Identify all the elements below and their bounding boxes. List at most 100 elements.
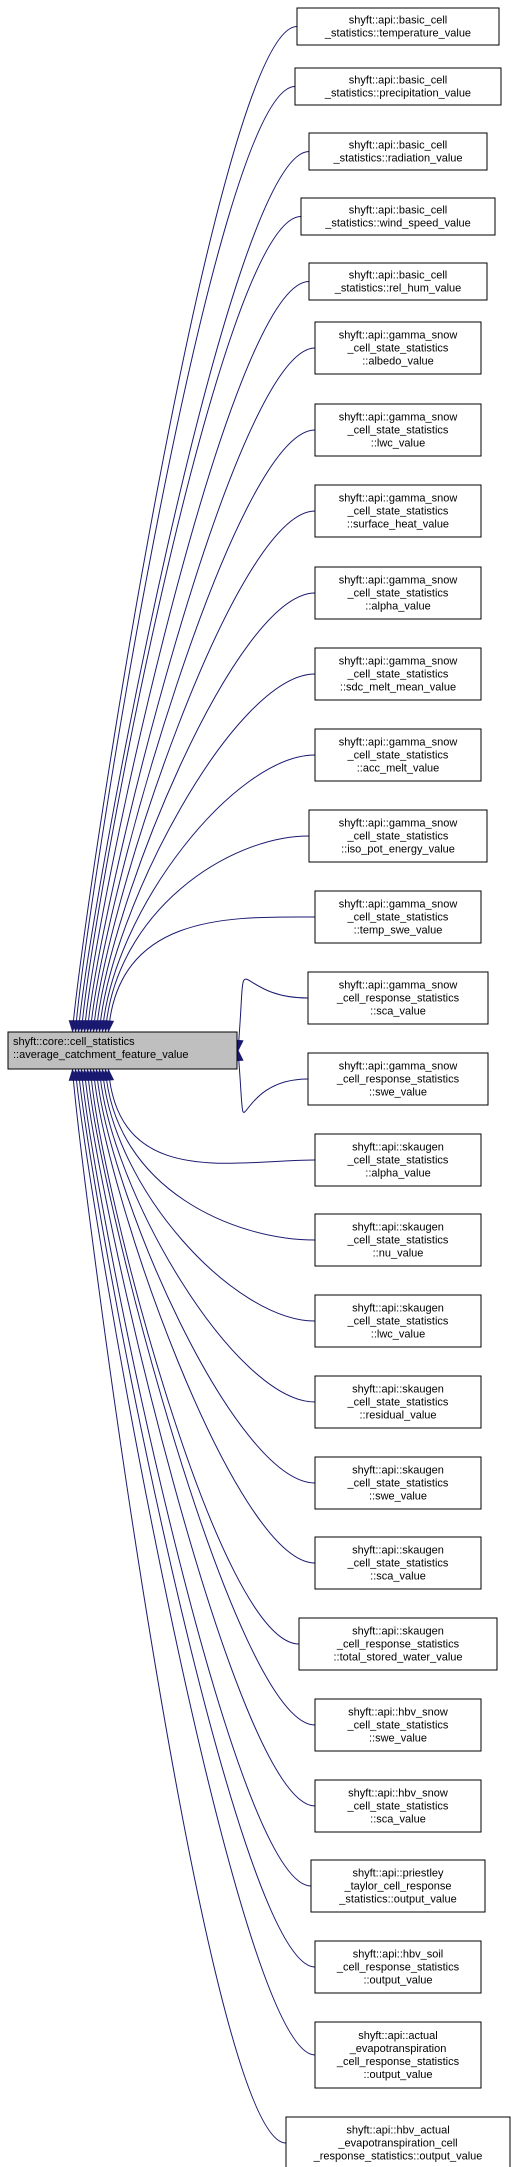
caller-node-radiation_value[interactable]: shyft::api::basic_cell_statistics::radia… xyxy=(308,132,488,171)
caller-node-hbv_ae_output_value[interactable]: shyft::api::hbv_actual_evapotranspiratio… xyxy=(285,2116,511,2167)
caller-node-gs_albedo_value[interactable]: shyft::api::gamma_snow_cell_state_statis… xyxy=(314,321,482,375)
caller-node-box-sk_sca_value xyxy=(314,1536,482,1590)
caller-node-gs_resp_swe_value[interactable]: shyft::api::gamma_snow_cell_response_sta… xyxy=(307,1052,489,1106)
caller-node-hbv_soil_output_value-line-3: ::output_value xyxy=(363,1975,432,1987)
caller-node-hbv_snow_swe_value[interactable]: shyft::api::hbv_snow_cell_state_statisti… xyxy=(314,1698,482,1752)
focus-node-box xyxy=(7,1031,238,1070)
caller-node-hbv_soil_output_value[interactable]: shyft::api::hbv_soil_cell_response_stati… xyxy=(314,1940,482,1994)
caller-node-wind_speed_value-line-1: shyft::api::basic_cell xyxy=(349,205,447,217)
caller-node-gs_sdc_melt_mean_value-line-1: shyft::api::gamma_snow xyxy=(339,656,458,668)
caller-node-gs_lwc_value-line-3: ::lwc_value xyxy=(371,438,425,450)
caller-node-gs_alpha_value[interactable]: shyft::api::gamma_snow_cell_state_statis… xyxy=(314,566,482,620)
caller-node-ae_output_value-line-1: shyft::api::actual xyxy=(358,2030,438,2042)
caller-node-gs_iso_pot_energy_value-line-3: ::iso_pot_energy_value xyxy=(341,844,455,856)
focus-node[interactable]: shyft::core::cell_statistics::average_ca… xyxy=(7,1031,238,1070)
caller-node-sk_total_stored_water_value-line-1: shyft::api::skaugen xyxy=(352,1626,444,1638)
caller-node-sk_total_stored_water_value-line-2: _cell_response_statistics xyxy=(336,1639,460,1651)
caller-node-box-hbv_snow_swe_value xyxy=(314,1698,482,1752)
caller-node-gs_acc_melt_value-line-2: _cell_state_statistics xyxy=(347,750,449,762)
caller-node-sk_swe_value[interactable]: shyft::api::skaugen_cell_state_statistic… xyxy=(314,1456,482,1510)
caller-node-sk_nu_value-line-3: ::nu_value xyxy=(373,1248,424,1260)
caller-node-temperature_value[interactable]: shyft::api::basic_cell_statistics::tempe… xyxy=(296,7,500,46)
caller-node-sk_alpha_value[interactable]: shyft::api::skaugen_cell_state_statistic… xyxy=(314,1133,482,1187)
caller-node-sk_alpha_value-line-2: _cell_state_statistics xyxy=(347,1155,449,1167)
edge-line-gs_alpha_value xyxy=(96,592,316,1032)
caller-node-radiation_value-line-1: shyft::api::basic_cell xyxy=(349,140,447,152)
edge-line-sk_alpha_value xyxy=(108,1069,316,1164)
caller-node-box-gs_alpha_value xyxy=(314,566,482,620)
edge-line-gs_sdc_melt_mean_value xyxy=(99,673,316,1032)
edge-hbv_ae_output_value xyxy=(68,1068,287,2144)
edge-layer xyxy=(68,26,316,2144)
caller-node-gs_albedo_value-line-1: shyft::api::gamma_snow xyxy=(339,330,458,342)
caller-node-gs_temp_swe_value-line-1: shyft::api::gamma_snow xyxy=(339,899,458,911)
edge-line-gs_acc_melt_value xyxy=(102,754,316,1032)
caller-node-gs_temp_swe_value-line-3: ::temp_swe_value xyxy=(354,925,443,937)
caller-node-gs_resp_swe_value-line-2: _cell_response_statistics xyxy=(336,1074,460,1086)
caller-node-sk_total_stored_water_value[interactable]: shyft::api::skaugen_cell_response_statis… xyxy=(298,1617,498,1671)
caller-node-box-sk_lwc_value xyxy=(314,1294,482,1348)
edge-arrowhead-hbv_ae_output_value xyxy=(68,1068,79,1081)
caller-node-sk_residual_value[interactable]: shyft::api::skaugen_cell_state_statistic… xyxy=(314,1375,482,1429)
caller-node-temperature_value-line-2: _statistics::temperature_value xyxy=(324,28,471,40)
caller-node-gs_surface_heat_value[interactable]: shyft::api::gamma_snow_cell_state_statis… xyxy=(314,484,482,538)
caller-node-gs_acc_melt_value-line-3: ::acc_melt_value xyxy=(357,763,440,775)
caller-node-gs_acc_melt_value[interactable]: shyft::api::gamma_snow_cell_state_statis… xyxy=(314,728,482,782)
caller-node-sk_lwc_value[interactable]: shyft::api::skaugen_cell_state_statistic… xyxy=(314,1294,482,1348)
edge-sk_total_stored_water_value xyxy=(86,1068,300,1645)
caller-node-gs_resp_sca_value-line-3: ::sca_value xyxy=(370,1006,426,1018)
caller-node-gs_temp_swe_value-line-2: _cell_state_statistics xyxy=(347,912,449,924)
edge-line-ae_output_value xyxy=(75,1069,316,2056)
caller-node-hbv_snow_sca_value-line-2: _cell_state_statistics xyxy=(347,1801,449,1813)
caller-node-gs_lwc_value[interactable]: shyft::api::gamma_snow_cell_state_statis… xyxy=(314,403,482,457)
caller-node-pt_output_value-line-1: shyft::api::priestley xyxy=(352,1868,444,1880)
caller-node-box-sk_residual_value xyxy=(314,1375,482,1429)
caller-node-hbv_ae_output_value-line-1: shyft::api::hbv_actual xyxy=(346,2125,449,2137)
caller-node-box-sk_nu_value xyxy=(314,1213,482,1267)
edge-sk_lwc_value xyxy=(98,1068,316,1322)
caller-node-gs_sdc_melt_mean_value[interactable]: shyft::api::gamma_snow_cell_state_statis… xyxy=(314,647,482,701)
edge-line-sk_residual_value xyxy=(99,1069,316,1403)
caller-node-wind_speed_value-line-2: _statistics::wind_speed_value xyxy=(324,218,471,230)
caller-node-gs_albedo_value-line-3: ::albedo_value xyxy=(362,356,434,368)
caller-node-sk_lwc_value-line-1: shyft::api::skaugen xyxy=(352,1303,444,1315)
caller-node-sk_swe_value-line-1: shyft::api::skaugen xyxy=(352,1465,444,1477)
edge-ae_output_value xyxy=(71,1068,316,2056)
edge-gs_lwc_value xyxy=(86,429,316,1033)
caller-node-pt_output_value[interactable]: shyft::api::priestley_taylor_cell_respon… xyxy=(310,1859,486,1913)
caller-node-rel_hum_value-line-2: _statistics::rel_hum_value xyxy=(334,283,462,295)
caller-node-sk_swe_value-line-2: _cell_state_statistics xyxy=(347,1478,449,1490)
edge-line-gs_albedo_value xyxy=(87,347,316,1032)
caller-node-sk_nu_value-line-1: shyft::api::skaugen xyxy=(352,1222,444,1234)
caller-node-gs_iso_pot_energy_value[interactable]: shyft::api::gamma_snow_cell_state_statis… xyxy=(308,809,488,863)
caller-node-box-temperature_value xyxy=(296,7,500,46)
caller-node-pt_output_value-line-2: _taylor_cell_response xyxy=(343,1881,451,1893)
caller-node-sk_residual_value-line-1: shyft::api::skaugen xyxy=(352,1384,444,1396)
caller-node-radiation_value-line-2: _statistics::radiation_value xyxy=(332,153,462,165)
node-layer: shyft::core::cell_statistics::average_ca… xyxy=(7,7,511,2167)
caller-node-sk_nu_value[interactable]: shyft::api::skaugen_cell_state_statistic… xyxy=(314,1213,482,1267)
edge-wind_speed_value xyxy=(77,216,302,1033)
caller-node-ae_output_value[interactable]: shyft::api::actual_evapotranspiration_ce… xyxy=(314,2021,482,2089)
focus-node-line-1: shyft::core::cell_statistics xyxy=(13,1036,135,1048)
caller-node-rel_hum_value[interactable]: shyft::api::basic_cell_statistics::rel_h… xyxy=(308,262,488,301)
caller-node-hbv_snow_swe_value-line-3: ::swe_value xyxy=(369,1733,427,1745)
caller-node-box-gs_acc_melt_value xyxy=(314,728,482,782)
caller-node-temperature_value-line-1: shyft::api::basic_cell xyxy=(349,15,447,27)
caller-node-box-hbv_snow_sca_value xyxy=(314,1779,482,1833)
caller-node-sk_sca_value-line-2: _cell_state_statistics xyxy=(347,1558,449,1570)
caller-node-wind_speed_value[interactable]: shyft::api::basic_cell_statistics::wind_… xyxy=(300,197,496,236)
caller-node-gs_acc_melt_value-line-1: shyft::api::gamma_snow xyxy=(339,737,458,749)
caller-node-sk_sca_value[interactable]: shyft::api::skaugen_cell_state_statistic… xyxy=(314,1536,482,1590)
caller-node-rel_hum_value-line-1: shyft::api::basic_cell xyxy=(349,270,447,282)
caller-node-gs_resp_sca_value[interactable]: shyft::api::gamma_snow_cell_response_sta… xyxy=(307,971,489,1025)
edge-hbv_snow_swe_value xyxy=(83,1068,316,1726)
caller-node-box-gs_surface_heat_value xyxy=(314,484,482,538)
caller-node-sk_residual_value-line-3: ::residual_value xyxy=(359,1410,436,1422)
edge-line-pt_output_value xyxy=(81,1069,312,1887)
caller-node-box-pt_output_value xyxy=(310,1859,486,1913)
caller-node-hbv_snow_sca_value[interactable]: shyft::api::hbv_snow_cell_state_statisti… xyxy=(314,1779,482,1833)
caller-node-gs_temp_swe_value[interactable]: shyft::api::gamma_snow_cell_state_statis… xyxy=(314,890,482,944)
caller-node-hbv_snow_sca_value-line-3: ::sca_value xyxy=(370,1814,426,1826)
caller-node-precipitation_value[interactable]: shyft::api::basic_cell_statistics::preci… xyxy=(294,67,502,106)
